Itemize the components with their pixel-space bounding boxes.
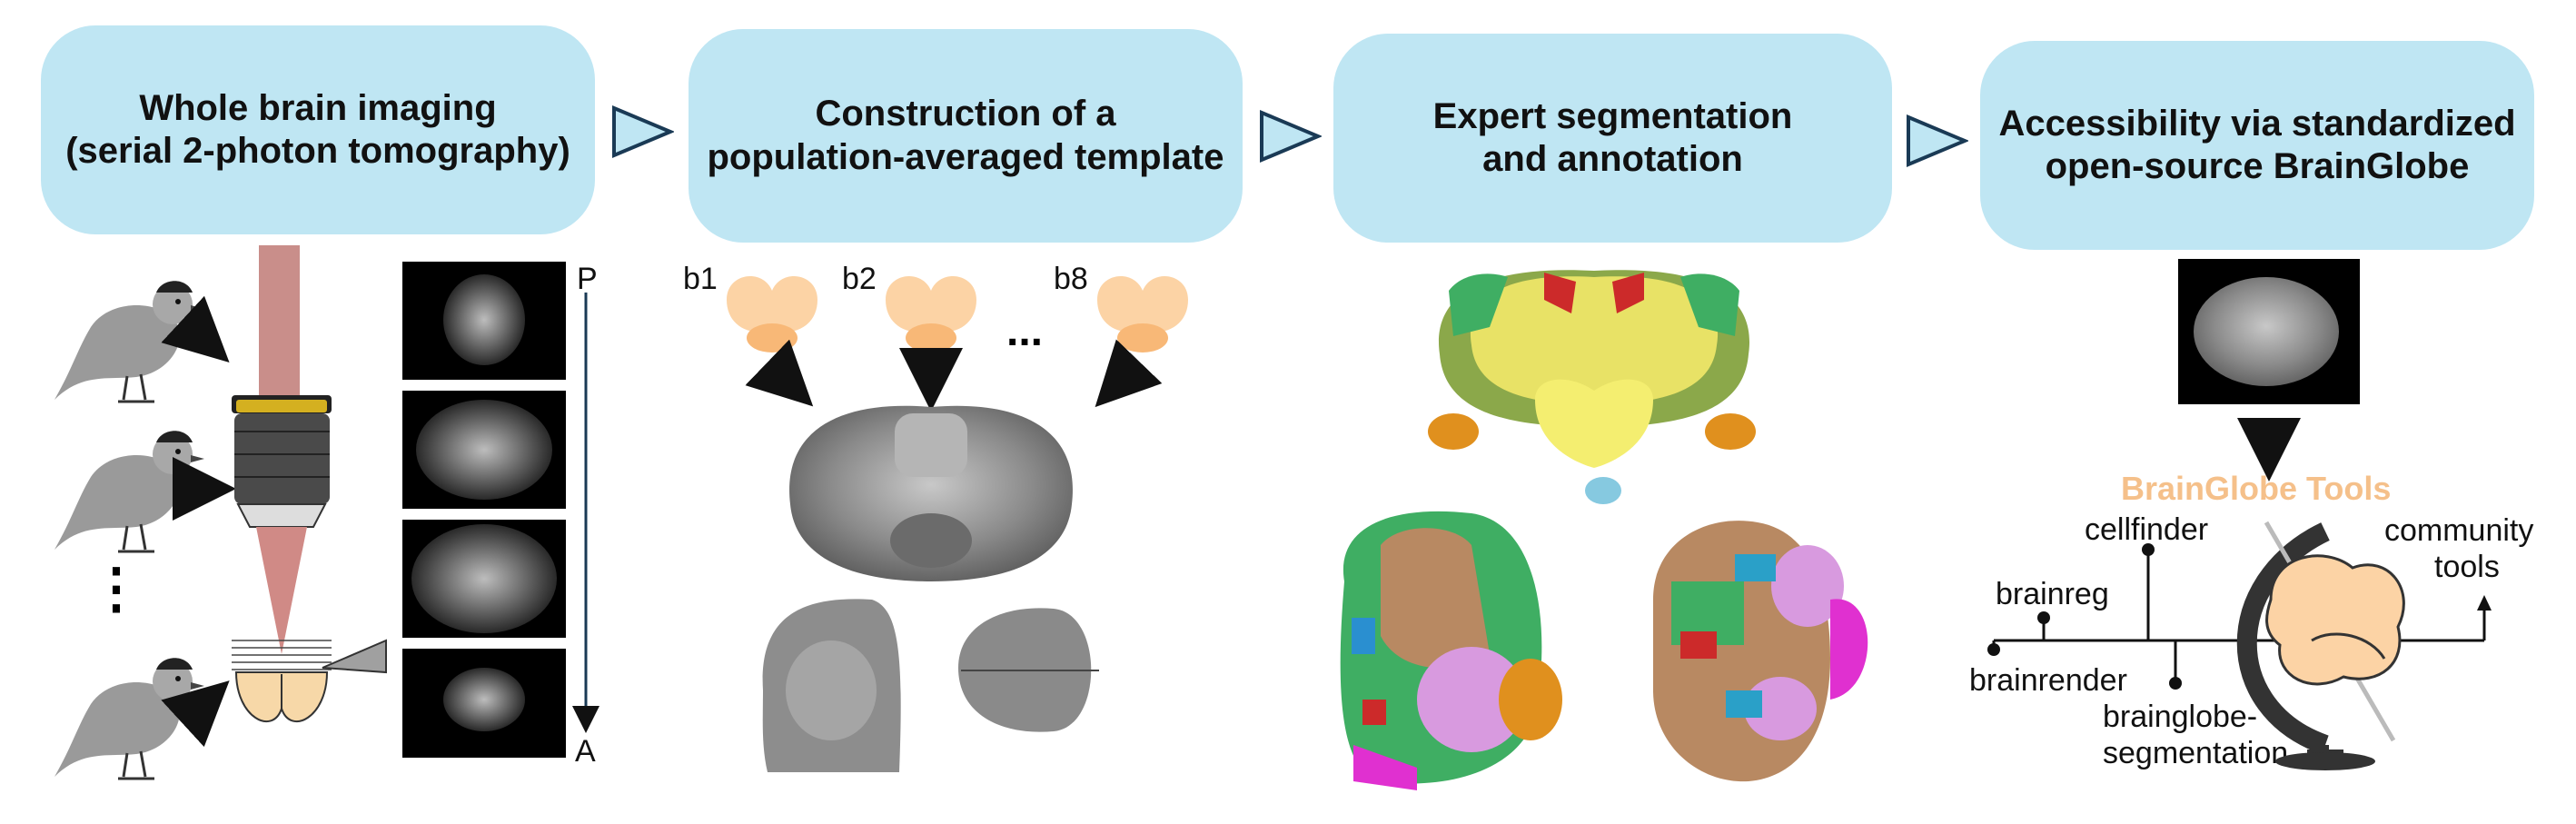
axis-label-a: A — [575, 734, 596, 769]
arrow-bird1 — [161, 295, 230, 363]
annotated-brain-horizontal — [1653, 521, 1868, 782]
sample-label-b8: b8 — [1054, 262, 1088, 296]
arrow-b8 — [1095, 339, 1163, 408]
tool-node-cellfinder — [2142, 543, 2155, 556]
tool-label-brainglobe: brainglobe- — [2103, 700, 2257, 734]
tool-label-brainreg: brainreg — [1996, 577, 2109, 611]
sample-label-b1: b1 — [683, 262, 718, 296]
template-brain-coronal — [789, 405, 1073, 581]
globe-icon — [2236, 521, 2405, 770]
tool-label-community: community — [2384, 513, 2533, 548]
tool-node-community — [2477, 595, 2492, 611]
step-box-accessibility: Accessibility via standardized open-sour… — [1980, 41, 2534, 250]
samples-ellipsis: ... — [1006, 307, 1043, 355]
template-brain-sagittal — [762, 599, 901, 772]
flow-arrow-3 — [1907, 114, 1968, 168]
tool-label-brainrender: brainrender — [1969, 663, 2127, 698]
step-box-segmentation: Expert segmentation and annotation — [1333, 34, 1892, 243]
tool-label-tools: tools — [2434, 550, 2500, 584]
brain-icon-b2 — [886, 275, 976, 352]
microscope-icon — [232, 245, 387, 723]
bird-icon-1 — [54, 281, 204, 403]
brainglobe-tools-header: BrainGlobe Tools — [2121, 470, 2391, 507]
tool-node-segmentation — [2169, 677, 2182, 690]
tool-label-segmentation: segmentation — [2103, 736, 2288, 770]
axis-label-p: P — [577, 262, 598, 296]
annotated-brain-coronal — [1428, 270, 1756, 504]
template-brain-horizontal — [958, 608, 1099, 732]
arrow-b1 — [745, 339, 814, 407]
birds-ellipsis: ⋮ — [89, 558, 144, 619]
brain-icon-b1 — [727, 275, 817, 352]
flow-arrow-2 — [1260, 109, 1322, 164]
brain-icon-b8 — [1097, 275, 1188, 352]
step-title-imaging: Whole brain imaging (serial 2-photon tom… — [65, 87, 570, 171]
step-title-segmentation: Expert segmentation and annotation — [1432, 95, 1793, 179]
bird-icon-3 — [54, 658, 204, 780]
sample-label-b2: b2 — [842, 262, 877, 296]
annotated-brain-sagittal — [1340, 511, 1562, 790]
tool-label-cellfinder: cellfinder — [2085, 512, 2208, 547]
tool-node-brainreg — [2037, 611, 2050, 624]
tool-node-brainrender — [1987, 643, 2000, 656]
step-title-template: Construction of a population-averaged te… — [707, 94, 1224, 177]
flow-arrow-1 — [612, 104, 674, 159]
step-title-accessibility: Accessibility via standardized open-sour… — [1998, 103, 2516, 186]
step-box-imaging: Whole brain imaging (serial 2-photon tom… — [41, 25, 595, 234]
step-box-template: Construction of a population-averaged te… — [689, 29, 1243, 243]
arrow-bird3 — [161, 680, 230, 748]
